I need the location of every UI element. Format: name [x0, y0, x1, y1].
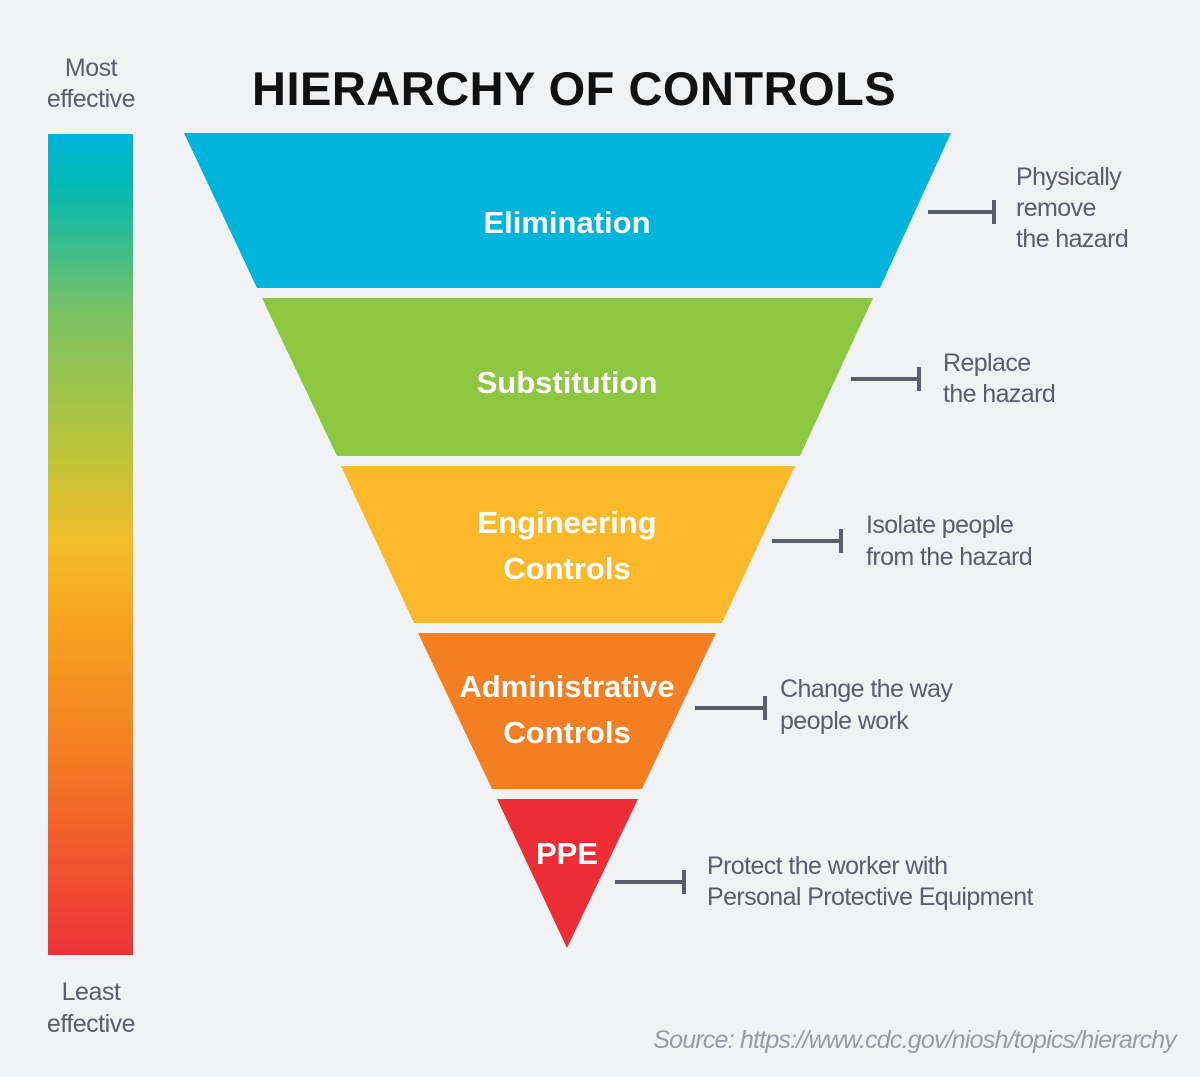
level-substitution [262, 298, 873, 456]
connector-engineering [772, 529, 843, 553]
page-title: HIERARCHY OF CONTROLS [252, 62, 896, 115]
level-label-ppe: PPE [536, 836, 598, 871]
level-elimination [184, 133, 951, 288]
connector-ppe [615, 870, 686, 894]
level-label-elimination: Elimination [483, 205, 650, 240]
source-citation: Source: https://www.cdc.gov/niosh/topics… [653, 1026, 1178, 1054]
level-engineering-controls [341, 466, 795, 623]
connector-elimination [928, 200, 996, 224]
connector-administrative [695, 696, 767, 720]
level-administrative-controls [418, 633, 716, 789]
effectiveness-gradient-bar [48, 134, 133, 955]
level-label-substitution: Substitution [477, 365, 658, 400]
level-ppe [497, 799, 638, 948]
connector-substitution [851, 367, 921, 391]
